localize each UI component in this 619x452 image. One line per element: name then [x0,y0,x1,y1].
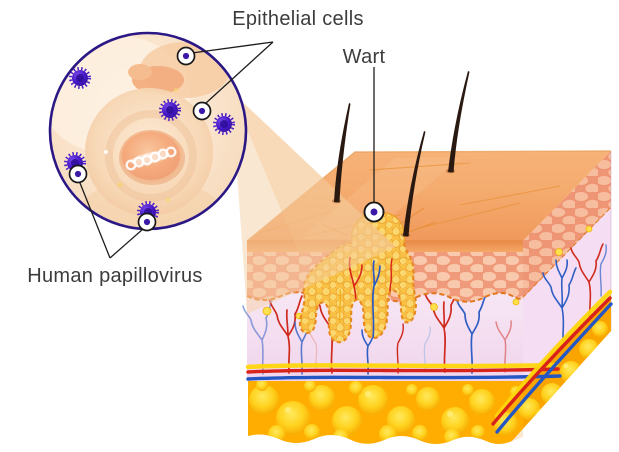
callout-marker [137,212,157,232]
main-blood-vessels [245,289,613,434]
hpv-callout-line [79,182,111,259]
dermis-right-face [523,208,611,381]
hair-icon [403,131,426,237]
sebaceous-gland-dots [262,225,593,320]
hpv-label: Human papillovirus [27,265,203,287]
magnifier-cone [231,91,396,314]
epithelial-cells-label: Epithelial cells [232,8,364,30]
inset-circle [48,31,248,231]
wart-label: Wart [342,46,386,68]
callout-marker [176,46,196,66]
callout-marker [192,101,212,121]
hair-icon [448,71,470,173]
epithelial-callout-line [191,41,274,54]
fat-bubbles [249,321,608,444]
callout-lines [79,41,375,259]
wart-dashed-outline [298,242,417,344]
hair-icon [334,103,351,203]
chromatin-chain [125,146,177,171]
hairs [332,71,470,238]
wart-callout-marker [363,201,385,223]
hpv-callout-line [109,228,144,259]
callout-marker [68,164,88,184]
epithelial-callout-line [205,41,274,104]
